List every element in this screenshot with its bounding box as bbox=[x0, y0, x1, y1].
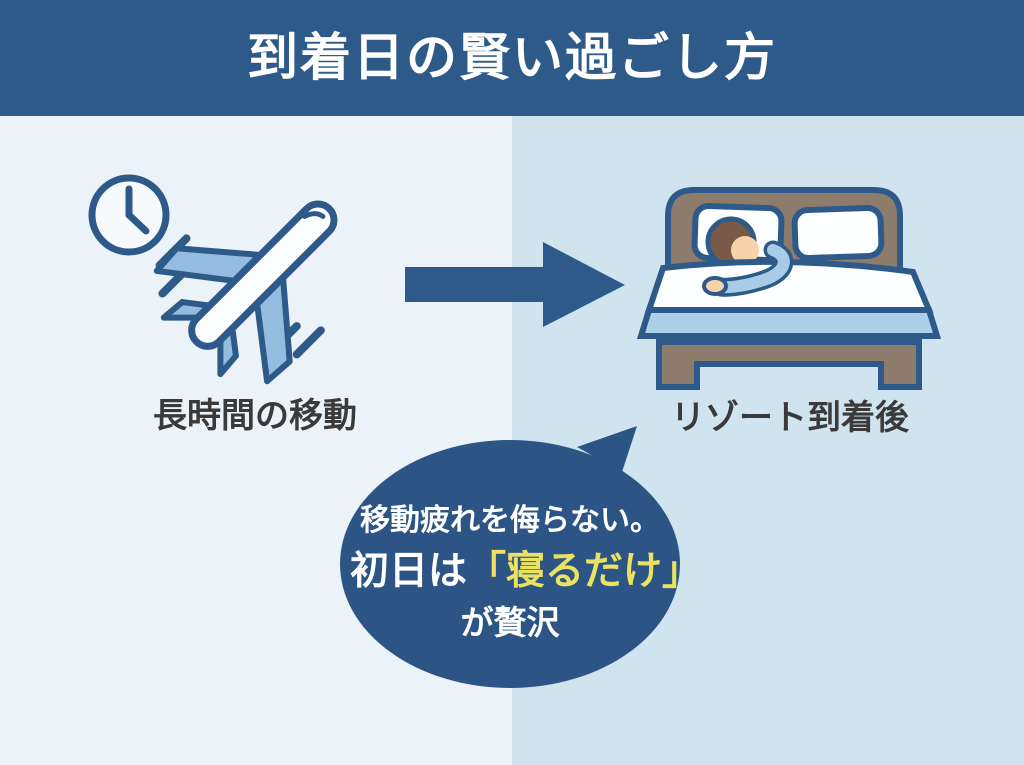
bubble-line-2-prefix: 初日は bbox=[350, 549, 468, 594]
bed-icon bbox=[635, 180, 945, 395]
page-title: 到着日の賢い過ごし方 bbox=[246, 28, 777, 88]
bubble-line-3: が贅沢 bbox=[460, 603, 560, 642]
title-banner: 到着日の賢い過ごし方 bbox=[0, 0, 1024, 116]
speech-bubble bbox=[330, 418, 720, 698]
bubble-line-2-highlight: 「寝るだけ」 bbox=[467, 549, 702, 594]
airplane-icon bbox=[140, 158, 380, 398]
bubble-line-2: 初日は「寝るだけ」 bbox=[350, 546, 701, 598]
bubble-line-1: 移動疲れを侮らない。 bbox=[360, 503, 660, 538]
speech-bubble-text: 移動疲れを侮らない。 初日は「寝るだけ」 が贅沢 bbox=[350, 500, 701, 646]
sleeping-person-hand bbox=[702, 276, 728, 296]
after-label: リゾート到着後 bbox=[671, 398, 909, 438]
before-label: 長時間の移動 bbox=[153, 396, 357, 436]
arrow-right-icon bbox=[400, 235, 630, 335]
sleeping-person-face bbox=[731, 236, 759, 264]
clock-icon bbox=[84, 170, 174, 260]
